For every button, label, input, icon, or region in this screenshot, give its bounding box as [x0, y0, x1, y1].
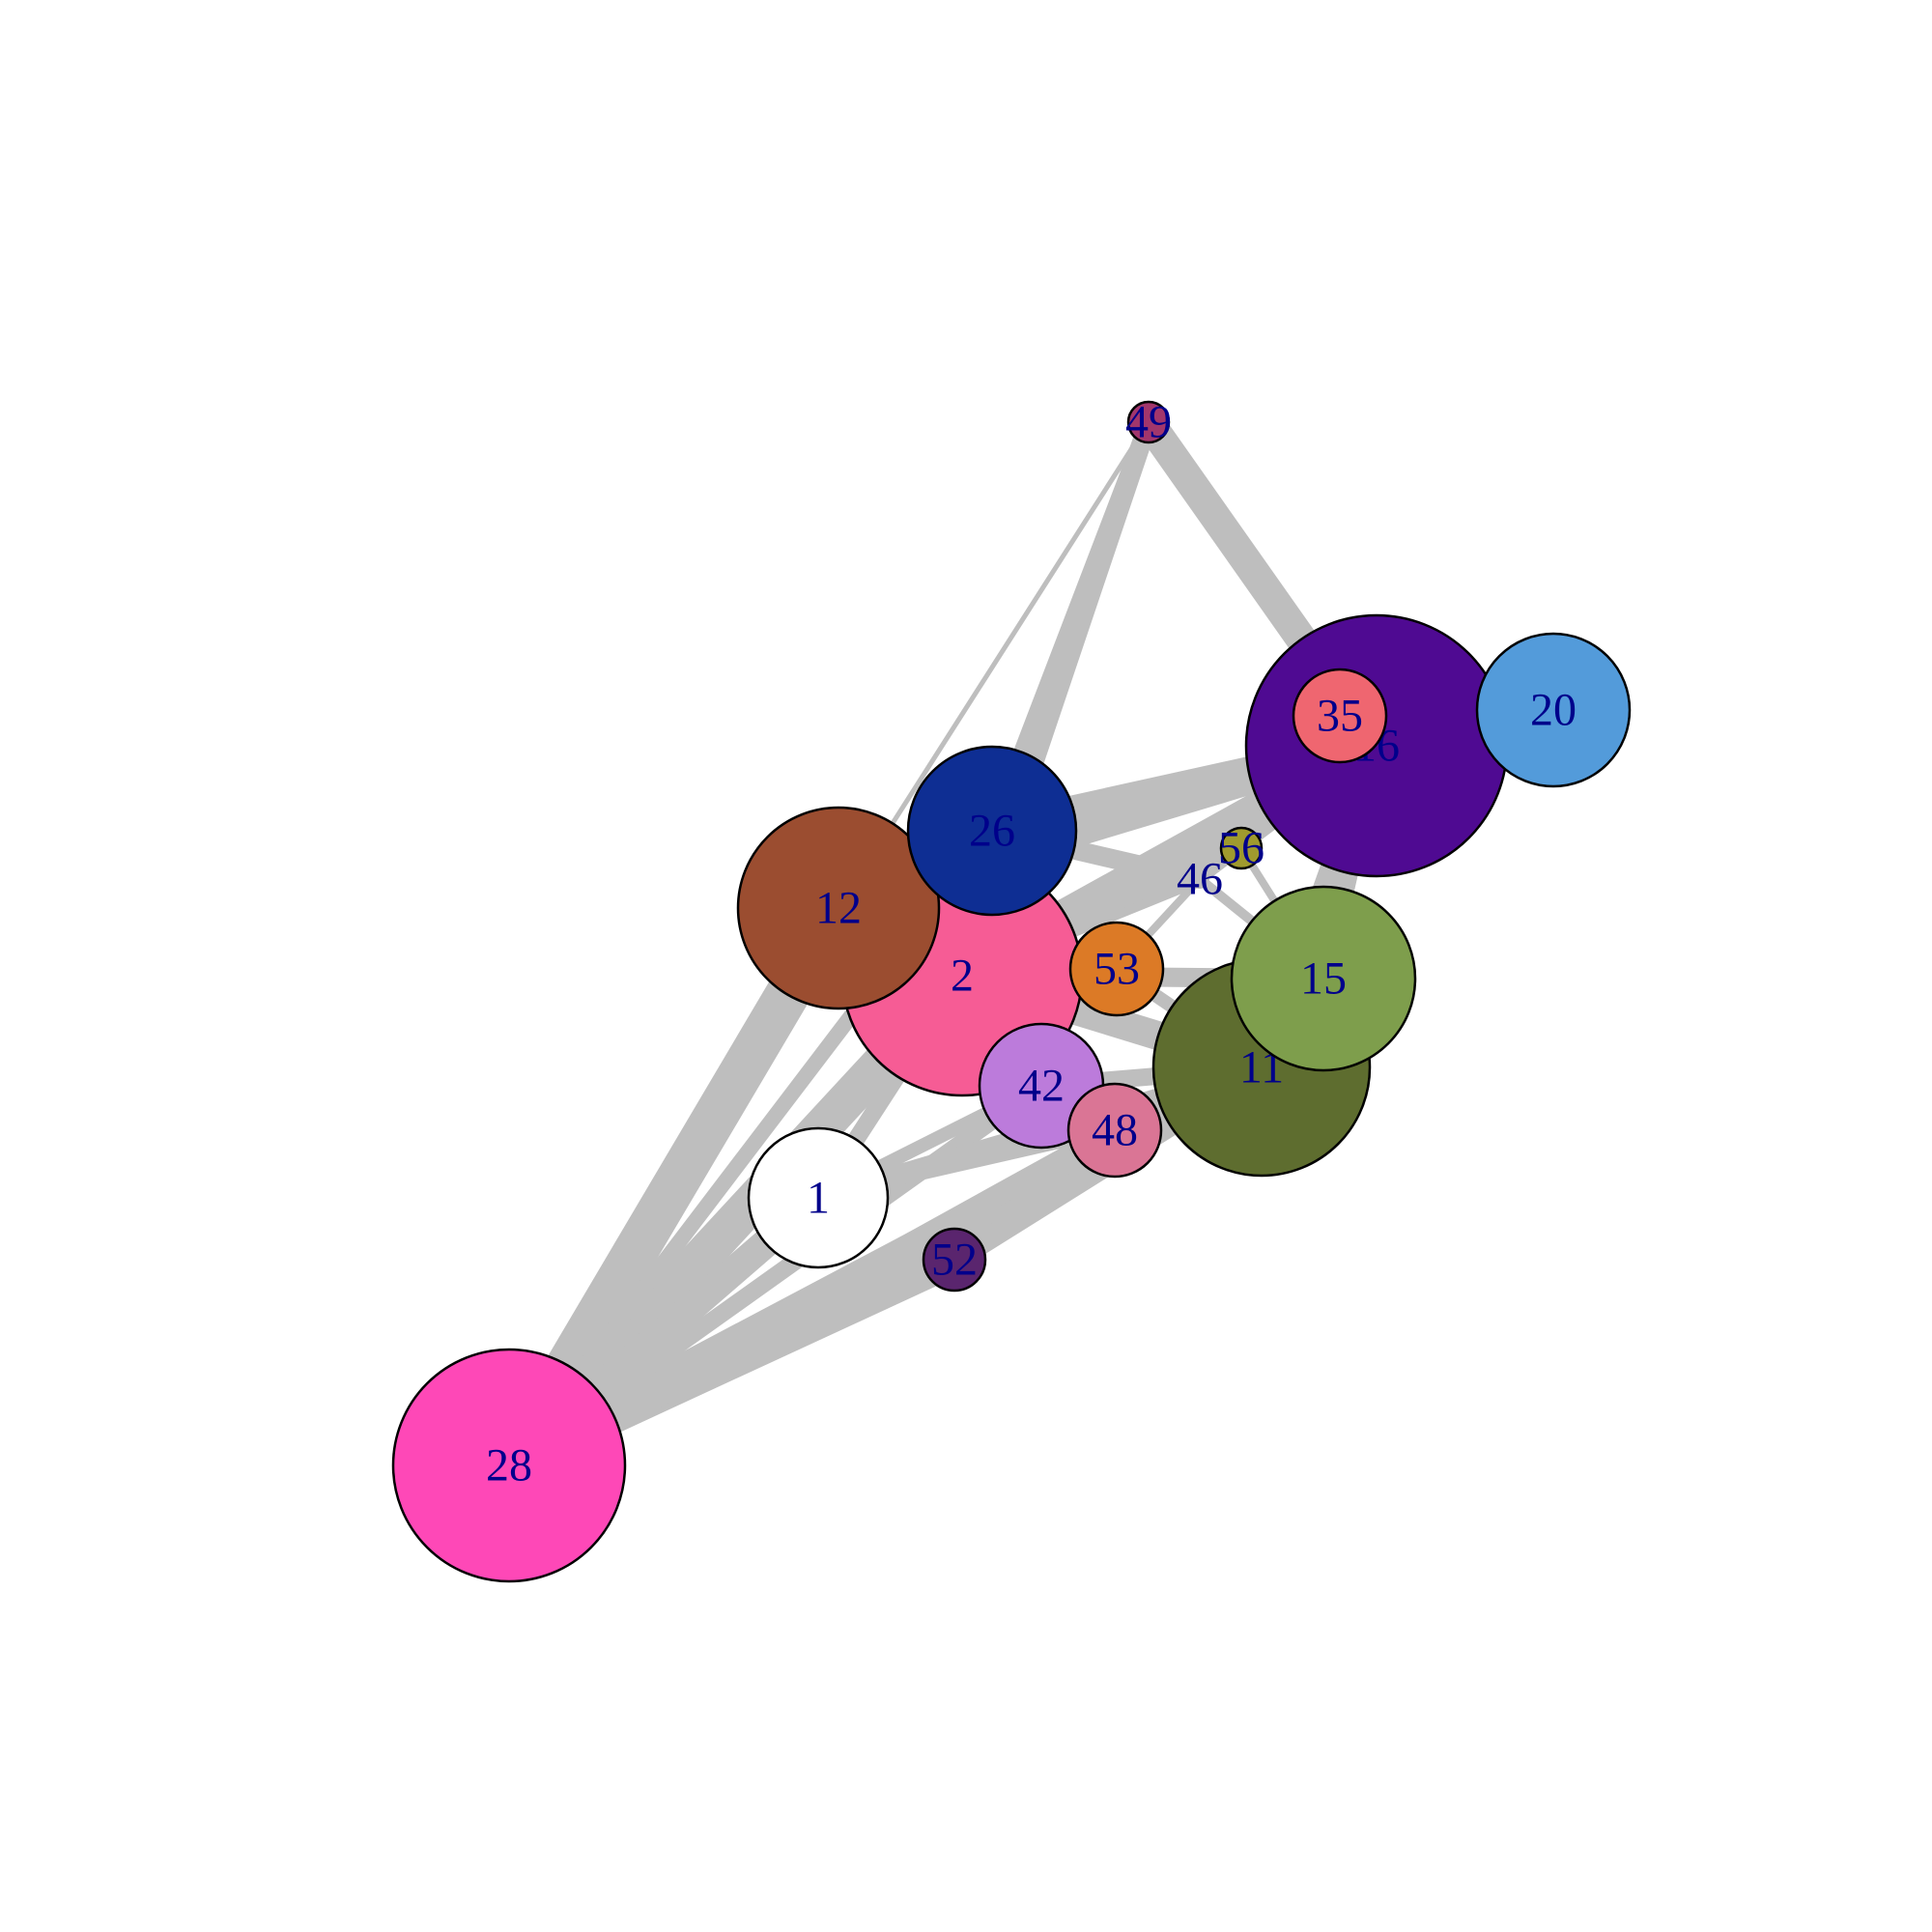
- node-28: 28: [391, 1348, 627, 1583]
- node-circle-1: [747, 1126, 890, 1269]
- node-circle-20: [1475, 632, 1632, 788]
- node-label-28: 28: [486, 1440, 532, 1492]
- node-label-42: 42: [1018, 1061, 1065, 1112]
- node-1: 1: [747, 1126, 890, 1269]
- node-circle-28: [391, 1348, 627, 1583]
- node-circle-15: [1230, 885, 1417, 1072]
- node-label-20: 20: [1530, 685, 1577, 736]
- node-layer: 12111215162026283542464849525356: [391, 397, 1632, 1583]
- node-label-49: 49: [1125, 397, 1172, 448]
- node-35: 35: [1292, 668, 1388, 764]
- node-49: 49: [1125, 397, 1172, 448]
- node-48: 48: [1066, 1082, 1163, 1179]
- node-52: 52: [922, 1227, 987, 1293]
- node-label-35: 35: [1317, 691, 1363, 742]
- node-circle-56: [1219, 826, 1264, 870]
- node-circle-35: [1292, 668, 1388, 764]
- node-label-48: 48: [1092, 1105, 1138, 1156]
- node-12: 12: [736, 806, 941, 1010]
- node-label-12: 12: [815, 883, 862, 934]
- node-label-46: 46: [1177, 854, 1223, 905]
- node-circle-12: [736, 806, 941, 1010]
- node-circle-52: [922, 1227, 987, 1293]
- node-20: 20: [1475, 632, 1632, 788]
- node-circle-49: [1126, 400, 1171, 444]
- node-circle-53: [1068, 921, 1165, 1017]
- node-53: 53: [1068, 921, 1165, 1017]
- node-label-53: 53: [1094, 944, 1140, 995]
- node-26: 26: [906, 745, 1078, 917]
- node-label-15: 15: [1300, 953, 1347, 1005]
- node-15: 15: [1230, 885, 1417, 1072]
- node-label-1: 1: [807, 1173, 830, 1224]
- node-circle-26: [906, 745, 1078, 917]
- node-46: 46: [1177, 854, 1223, 905]
- node-56: 56: [1218, 823, 1264, 874]
- node-label-2: 2: [951, 951, 974, 1002]
- node-circle-48: [1066, 1082, 1163, 1179]
- node-label-56: 56: [1218, 823, 1264, 874]
- node-label-26: 26: [969, 806, 1015, 857]
- node-label-52: 52: [931, 1235, 978, 1286]
